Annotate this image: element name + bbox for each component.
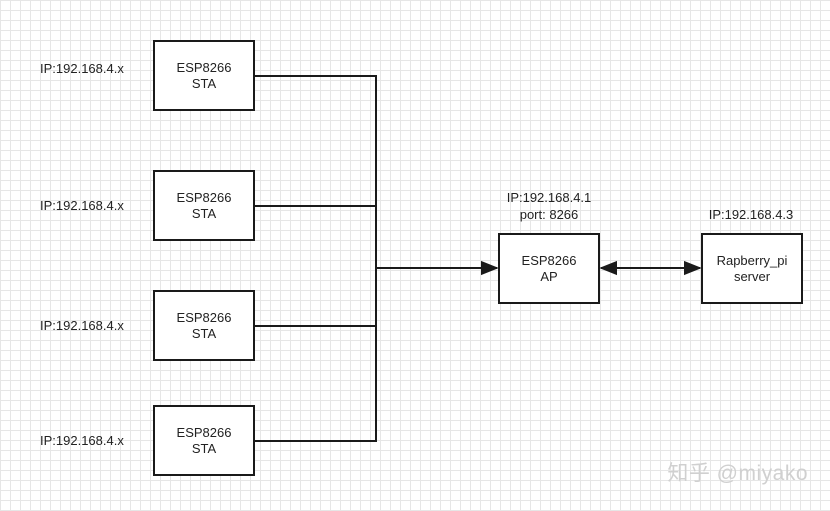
sta-1-box: ESP8266 STA: [153, 40, 255, 111]
sta-2-name: ESP8266: [176, 189, 232, 205]
sta-3-box: ESP8266 STA: [153, 290, 255, 361]
sta-2-box: ESP8266 STA: [153, 170, 255, 241]
sta-2-ip: IP:192.168.4.x: [40, 198, 124, 213]
sta-4-ip: IP:192.168.4.x: [40, 433, 124, 448]
server-ip: IP:192.168.4.3: [708, 207, 794, 222]
server-name: Rapberry_pi: [716, 252, 788, 268]
sta-4-name: ESP8266: [176, 424, 232, 440]
sta-1-ip: IP:192.168.4.x: [40, 61, 124, 76]
server-role: server: [733, 268, 771, 284]
watermark-text: 知乎 @miyako: [667, 462, 808, 485]
sta-3-ip: IP:192.168.4.x: [40, 318, 124, 333]
sta-3-name: ESP8266: [176, 309, 232, 325]
sta-3-mode: STA: [191, 325, 217, 341]
sta-4-mode: STA: [191, 440, 217, 456]
sta-1-mode: STA: [191, 75, 217, 91]
sta-1-name: ESP8266: [176, 59, 232, 75]
ap-name: ESP8266: [521, 252, 577, 268]
sta-2-mode: STA: [191, 205, 217, 221]
server-box: Rapberry_pi server: [701, 233, 803, 304]
sta-4-box: ESP8266 STA: [153, 405, 255, 476]
ap-port: port: 8266: [519, 207, 579, 222]
ap-mode: AP: [540, 268, 558, 284]
ap-box: ESP8266 AP: [498, 233, 600, 304]
ap-ip: IP:192.168.4.1: [506, 190, 592, 205]
